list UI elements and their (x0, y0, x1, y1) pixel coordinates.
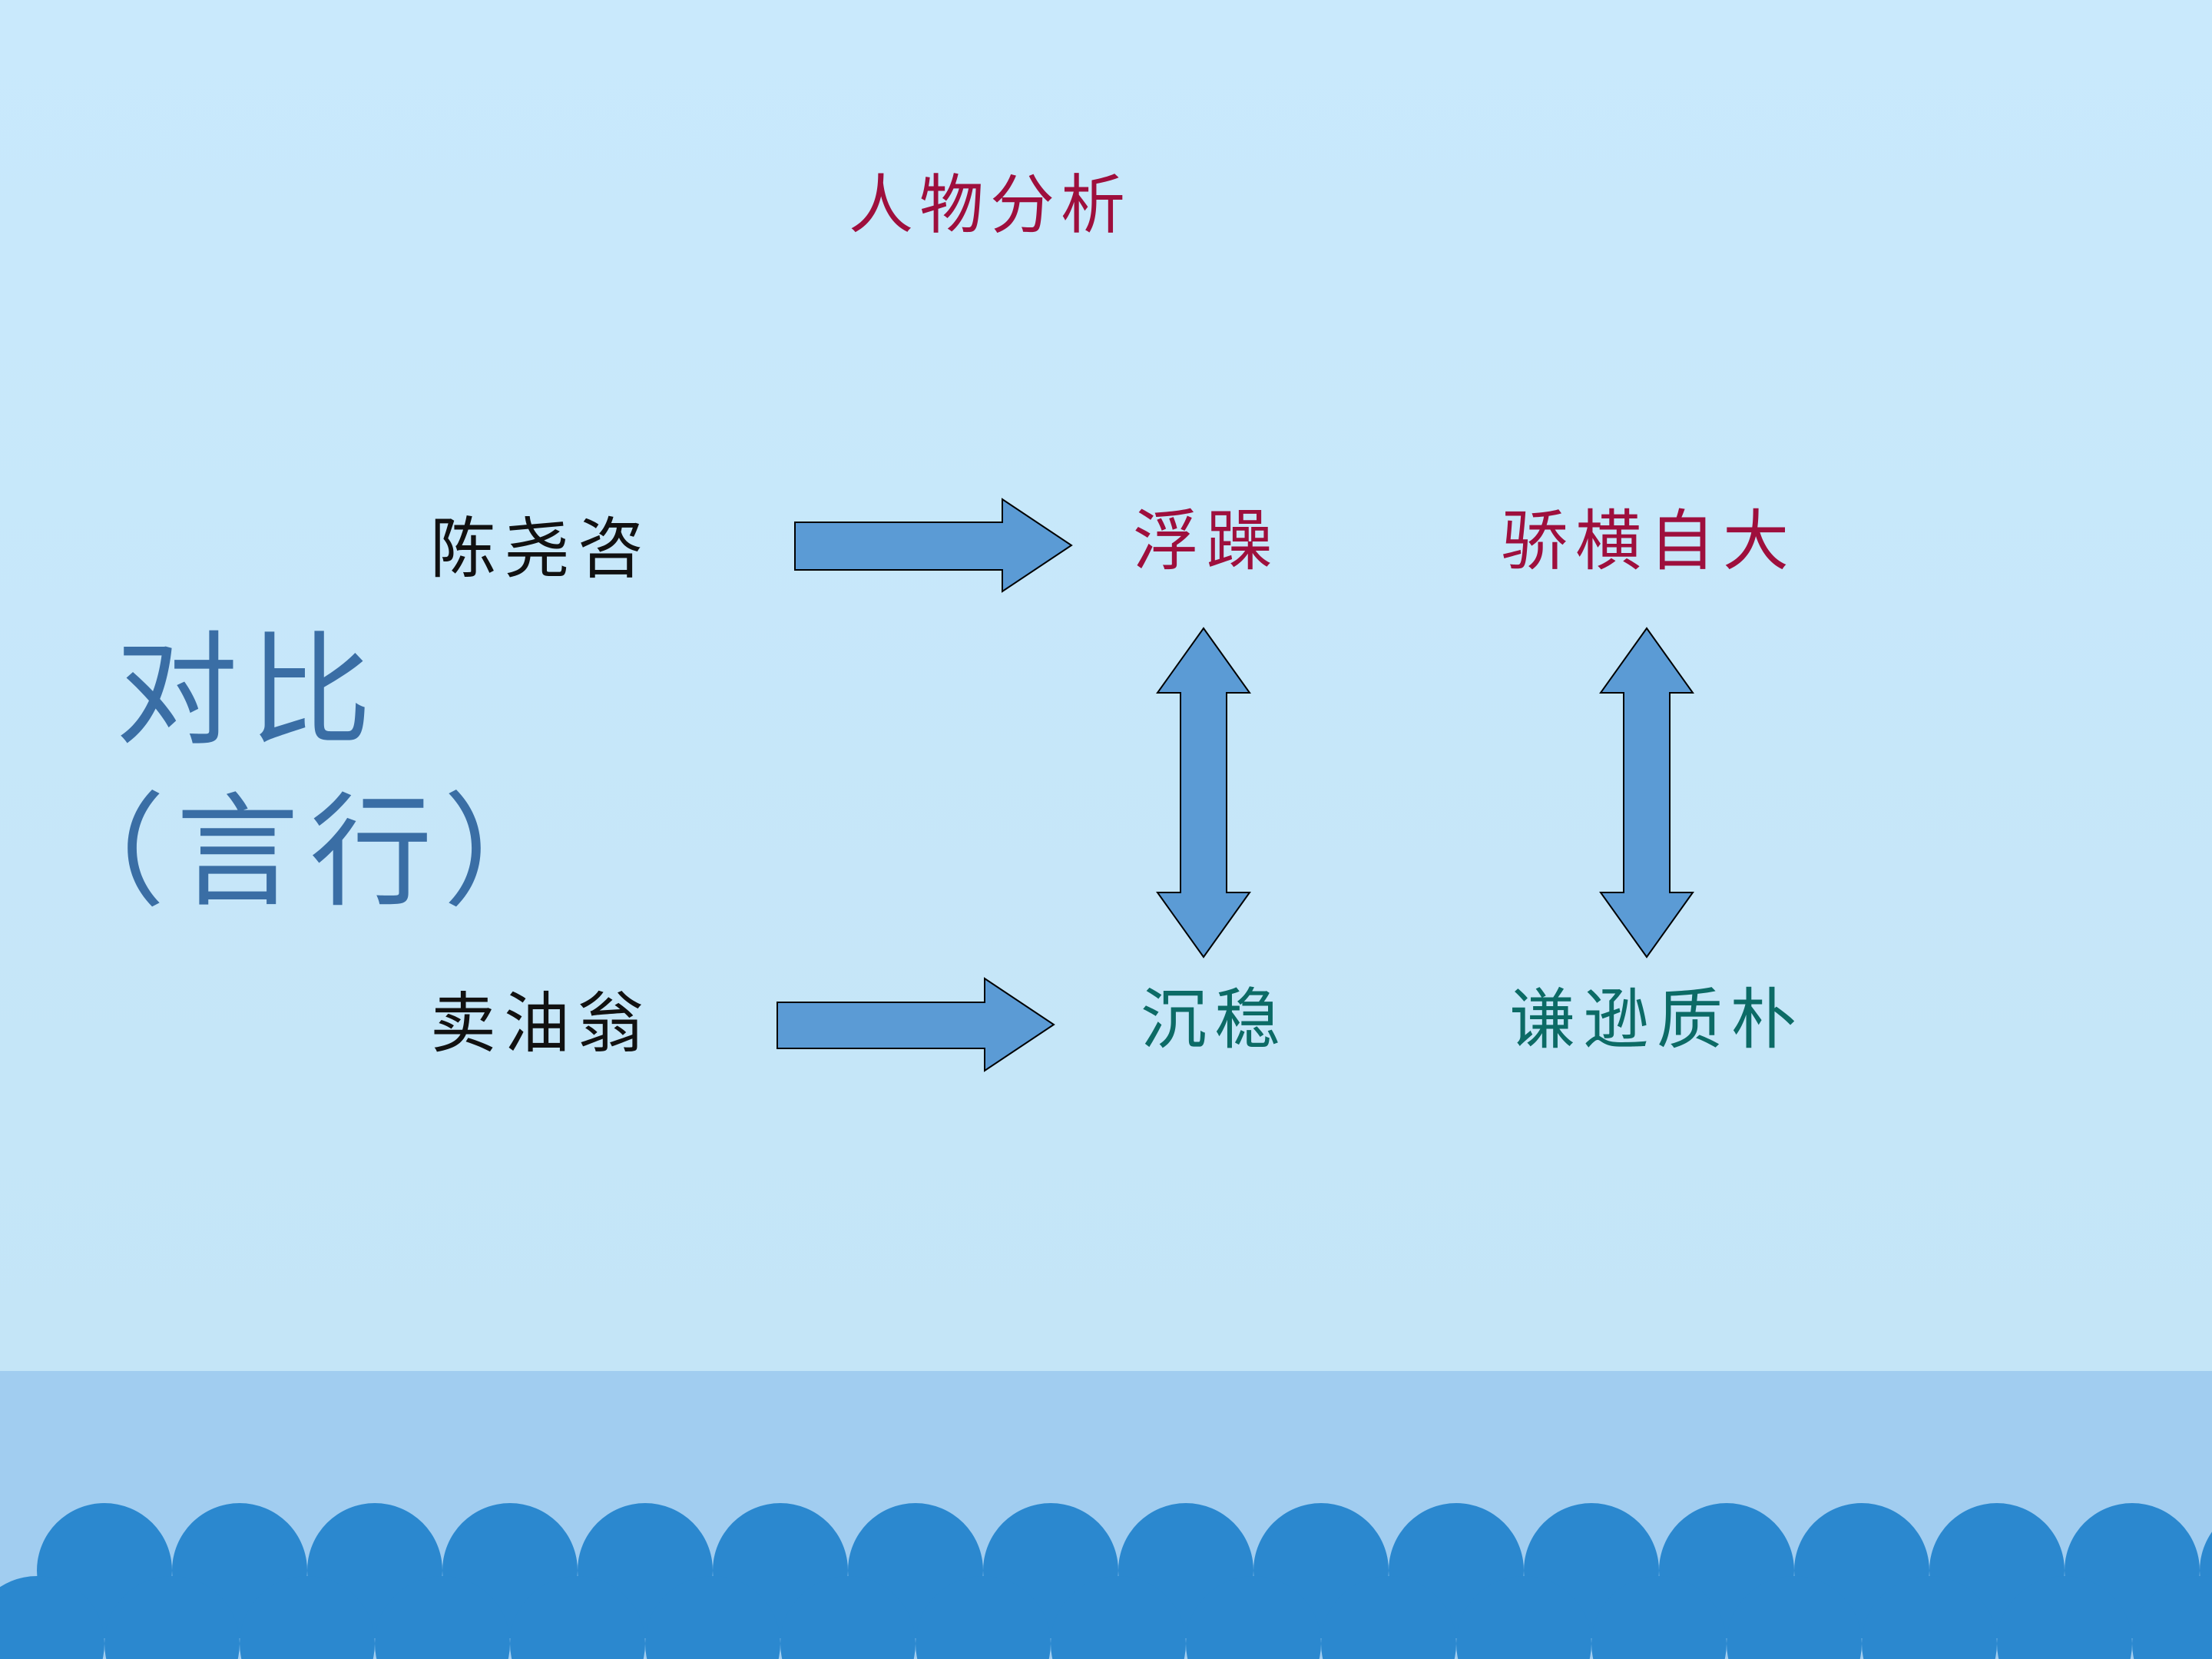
contrast-label: 对比 (115, 619, 383, 763)
wave-scallop (375, 1576, 510, 1659)
slide-title: 人物分析 (849, 167, 1132, 243)
wave-scallop (510, 1576, 645, 1659)
right-arrow-bottom (777, 977, 1055, 1072)
wave-scallop (780, 1576, 916, 1659)
wave-scallop (1862, 1576, 1997, 1659)
trait-humble: 谦逊质朴 (1509, 982, 1804, 1058)
wave-scallop (104, 1576, 240, 1659)
trait-steady: 沉稳 (1141, 982, 1288, 1058)
right-arrow-top (794, 498, 1073, 593)
trait-arrogant: 骄横自大 (1502, 503, 1796, 580)
character-chen-yaozi: 陈尧咨 (430, 511, 651, 588)
wave-scallop (645, 1576, 780, 1659)
wave-scallop (240, 1576, 375, 1659)
wave-scallop (1321, 1576, 1456, 1659)
contrast-sublabel: （言行） (42, 780, 578, 924)
trait-impetuous: 浮躁 (1133, 503, 1280, 580)
wave-scallop (1051, 1576, 1186, 1659)
wave-scallop (916, 1576, 1051, 1659)
wave-decoration (0, 1503, 2212, 1659)
wave-scallop (1727, 1576, 1862, 1659)
wave-scallop (0, 1576, 104, 1659)
character-oil-seller: 卖油翁 (430, 985, 651, 1062)
wave-scallop (1997, 1576, 2132, 1659)
wave-scallop (1186, 1576, 1321, 1659)
wave-scallop (1591, 1576, 1727, 1659)
double-arrow-right (1599, 627, 1694, 959)
wave-scallop (1456, 1576, 1591, 1659)
double-arrow-left (1156, 627, 1251, 959)
slide-background (0, 0, 2212, 1371)
wave-scallop (2132, 1576, 2212, 1659)
